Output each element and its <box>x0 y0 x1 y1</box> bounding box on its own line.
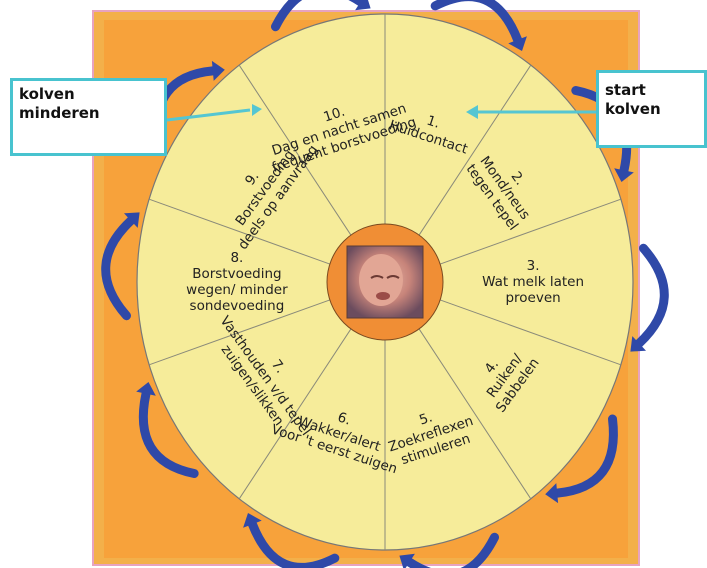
callout-right-line1: start <box>605 81 646 99</box>
segment-6-number: 6. <box>336 409 353 428</box>
segment-8-label: wegen/ minder <box>186 282 288 298</box>
cycle-arrow-icon <box>136 382 199 478</box>
segment-divider <box>148 198 331 265</box>
segment-divider <box>238 64 352 236</box>
baby-photo-icon <box>346 245 424 319</box>
cycle-arrow-icon <box>430 0 527 51</box>
segment-1-number: 1. <box>425 113 442 132</box>
segment-10-number: 10. <box>322 104 347 126</box>
cycle-arrow-icon <box>545 414 618 504</box>
segment-5-number: 5. <box>417 409 434 428</box>
cycle-arrow-icon <box>101 212 140 321</box>
cycle-arrow-icon <box>271 0 371 32</box>
segment-8-label: sondevoeding <box>190 298 285 314</box>
segment-divider <box>439 299 622 366</box>
callout-connectors <box>166 104 596 122</box>
segment-divider <box>439 198 622 265</box>
cycle-arrow-icon <box>630 243 669 352</box>
segment-divider <box>418 64 532 236</box>
segment-3-number: 3. <box>527 258 540 274</box>
segment-divider <box>148 299 331 366</box>
segment-8-number: 8. <box>230 250 243 266</box>
cycle-arrow-icon <box>399 532 499 568</box>
callout-left-line2: minderen <box>19 104 100 122</box>
segment-8-label: Borstvoeding <box>192 266 281 282</box>
segment-3-label: proeven <box>505 290 560 306</box>
segment-divider <box>238 328 352 500</box>
callout-kolven-minderen: kolven minderen <box>10 78 167 156</box>
callout-start-kolven: start kolven <box>596 70 707 148</box>
cycle-arrow-icon <box>243 513 340 568</box>
segment-divider <box>418 328 532 500</box>
segment-3-label: Wat melk laten <box>482 274 584 290</box>
callout-right-line2: kolven <box>605 100 661 118</box>
callout-left-line1: kolven <box>19 85 75 103</box>
